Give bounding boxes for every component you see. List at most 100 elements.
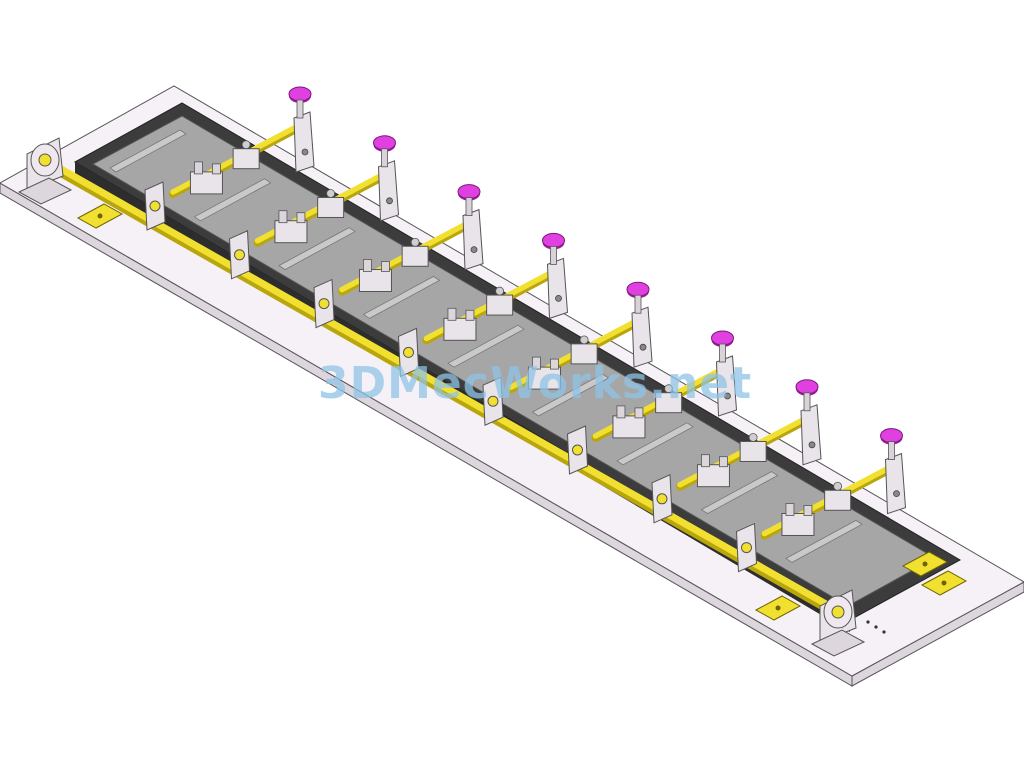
lever-post bbox=[293, 111, 315, 173]
front-yellow-rail bbox=[35, 153, 845, 620]
base-hole bbox=[874, 625, 878, 629]
watermark-text: 3DMecWorks.net bbox=[318, 358, 752, 409]
clamp-pin bbox=[194, 161, 203, 175]
knob-stem bbox=[634, 294, 642, 314]
clamp-block bbox=[824, 489, 852, 511]
tray-divider bbox=[616, 422, 694, 466]
clamp-block bbox=[527, 366, 561, 390]
clamp-pin bbox=[212, 163, 221, 175]
clamp-pin bbox=[363, 259, 372, 272]
knob-handle bbox=[542, 232, 565, 248]
end-supports bbox=[17, 137, 866, 657]
tray-divider bbox=[700, 471, 779, 515]
clamp-station bbox=[482, 281, 653, 426]
end-support-shaft bbox=[831, 605, 845, 619]
rail-pivot bbox=[572, 444, 583, 456]
bracket-hole bbox=[941, 580, 947, 586]
clamp-pin bbox=[532, 356, 541, 370]
end-support-foot bbox=[17, 177, 73, 205]
knob-handle bbox=[373, 135, 396, 151]
lever-pivot bbox=[639, 343, 647, 351]
clamp-station bbox=[651, 379, 822, 524]
tray-dividers bbox=[109, 129, 863, 563]
knob-stem bbox=[719, 343, 726, 363]
clamp-block bbox=[274, 220, 308, 244]
clamp-screw bbox=[495, 286, 505, 296]
knob-handle bbox=[626, 281, 650, 297]
clamp-screw bbox=[410, 237, 420, 247]
clamp-pin bbox=[785, 503, 795, 516]
clamp-block bbox=[317, 196, 345, 218]
lever-pivot bbox=[555, 294, 562, 302]
clamp-pin bbox=[381, 261, 390, 272]
lever-pivot bbox=[470, 246, 478, 254]
base-hole bbox=[866, 620, 870, 624]
knob-stem bbox=[465, 197, 473, 217]
lever-post bbox=[800, 404, 822, 466]
clamp-block bbox=[612, 415, 646, 439]
clamp-block bbox=[696, 464, 730, 488]
lever-post bbox=[715, 355, 738, 417]
knob-handle bbox=[457, 184, 481, 200]
lever-post bbox=[884, 452, 907, 515]
knob-handle bbox=[711, 330, 734, 346]
clamp-pin bbox=[634, 407, 644, 419]
clamp-pin bbox=[278, 210, 288, 224]
knob-stem bbox=[888, 441, 895, 461]
clamp-screw bbox=[326, 189, 336, 198]
clamp-station bbox=[313, 184, 484, 329]
tray-divider bbox=[785, 519, 863, 563]
bracket-hole bbox=[97, 213, 103, 219]
clamp-pin bbox=[803, 505, 813, 516]
tray-divider bbox=[193, 178, 272, 222]
clamp-block bbox=[486, 294, 514, 316]
tray-divider bbox=[531, 373, 610, 417]
rail-pivot bbox=[149, 200, 161, 212]
clamp-pin bbox=[616, 405, 626, 419]
end-support-foot bbox=[810, 629, 866, 657]
rail-pivot bbox=[403, 346, 414, 358]
fixing-brackets bbox=[76, 203, 968, 621]
clamp-screw bbox=[241, 140, 251, 150]
lever-pivot bbox=[724, 392, 731, 400]
knob-handle bbox=[795, 379, 819, 395]
knob-stem bbox=[803, 392, 811, 412]
front-rail-bar bbox=[36, 153, 844, 616]
clamp-screw bbox=[833, 481, 843, 491]
clamp-block bbox=[739, 440, 767, 462]
rail-pivot bbox=[318, 298, 330, 310]
clamp-block bbox=[358, 269, 392, 292]
lever-post bbox=[546, 257, 569, 320]
knob-stem bbox=[550, 245, 557, 265]
tray-divider bbox=[447, 324, 525, 368]
knob-stem bbox=[296, 99, 304, 119]
lever-pivot bbox=[301, 148, 309, 156]
clamp-block bbox=[443, 317, 477, 341]
clamp-pin bbox=[719, 456, 728, 468]
knob-handle bbox=[288, 86, 312, 102]
clamp-pin bbox=[701, 454, 710, 468]
clamp-pin bbox=[465, 309, 475, 321]
clamp-station bbox=[566, 330, 738, 475]
clamp-stations bbox=[144, 86, 907, 573]
knob-handle bbox=[880, 428, 903, 444]
base-hole bbox=[882, 630, 886, 634]
lever-post bbox=[462, 208, 484, 271]
clamp-pin bbox=[550, 358, 559, 370]
clamp-station bbox=[144, 86, 315, 231]
clamp-station bbox=[735, 428, 907, 573]
bracket-hole bbox=[775, 605, 781, 611]
lever-pivot bbox=[386, 197, 393, 205]
clamp-screw bbox=[664, 384, 674, 394]
lever-pivot bbox=[893, 490, 900, 498]
clamp-station bbox=[228, 135, 400, 280]
rail-pivot bbox=[741, 542, 752, 554]
clamp-pin bbox=[447, 307, 457, 321]
bracket-hole bbox=[922, 561, 928, 567]
tray-divider bbox=[278, 227, 356, 271]
end-support-shaft bbox=[38, 153, 52, 167]
clamp-station bbox=[397, 232, 569, 378]
clamp-block bbox=[781, 513, 815, 536]
rail-pivot bbox=[234, 249, 245, 261]
